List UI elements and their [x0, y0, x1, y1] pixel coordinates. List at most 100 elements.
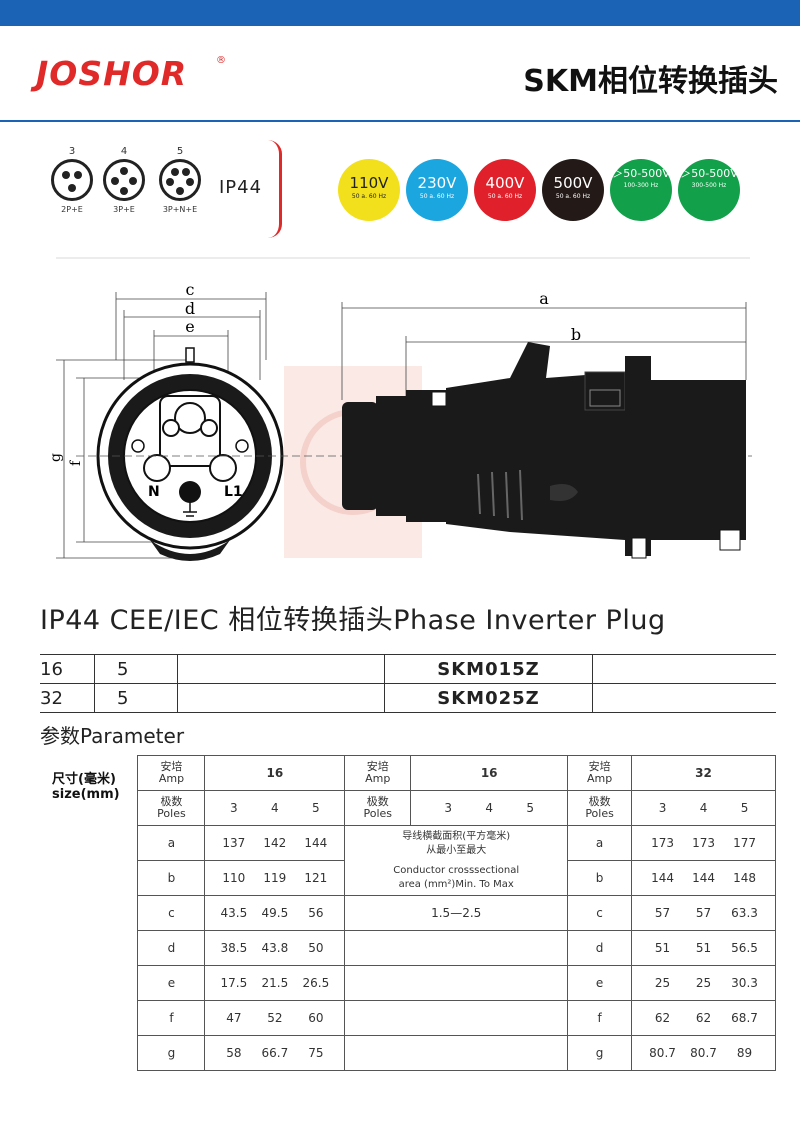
size-label-cn: 尺寸(毫米) — [52, 771, 116, 787]
amp-label-en: Amp — [158, 772, 185, 785]
pole-count: 4 — [120, 146, 128, 157]
dim-value: 17.5 — [220, 976, 248, 990]
dim-values: 80.7 80.7 89 — [631, 1035, 776, 1071]
dim-label-g: g — [48, 453, 64, 462]
model-poles: 5 — [94, 654, 178, 684]
size-label: 尺寸(毫米) size(mm) — [40, 755, 139, 1071]
blank-cell — [344, 930, 569, 966]
dim-value: 62 — [695, 1011, 712, 1025]
header: JOSHOR ® SKM相位转换插头 — [0, 26, 800, 120]
amp-label-cn: 安培 — [160, 760, 183, 773]
dim-label-e: e — [185, 317, 194, 336]
section-title: IP44 CEE/IEC 相位转换插头Phase Inverter Plug — [40, 605, 666, 636]
model-poles: 5 — [94, 683, 178, 713]
bracket-divider — [268, 140, 282, 238]
dim-name: f — [567, 1000, 633, 1036]
plug-front-view — [96, 347, 284, 561]
voltage-value: 230V — [417, 174, 457, 192]
amp-label-cn: 安培 — [588, 760, 611, 773]
dim-value: 80.7 — [649, 1046, 676, 1060]
model-blank — [592, 683, 776, 713]
socket-4pin-icon — [103, 159, 145, 201]
dim-value: 57 — [654, 906, 671, 920]
dim-value: 58 — [226, 1046, 242, 1060]
dim-value: 75 — [308, 1046, 324, 1060]
dimension-lines-side — [341, 302, 747, 400]
amp-value: 16 — [410, 755, 569, 791]
parameter-title: 参数Parameter — [40, 724, 185, 748]
dim-value: 89 — [736, 1046, 753, 1060]
pole-value: 5 — [740, 801, 749, 815]
dim-value: 80.7 — [690, 1046, 717, 1060]
dim-value: 144 — [651, 871, 674, 885]
conductor-note-cn: 从最小至最大 — [426, 844, 487, 856]
dim-value: 38.5 — [220, 941, 248, 955]
voltage-value: ＞50-500V — [612, 167, 670, 180]
dim-value: 26.5 — [302, 976, 330, 990]
dim-label-a: a — [539, 289, 549, 308]
dim-value: 173 — [651, 836, 674, 850]
poles-label-cn: 极数 — [366, 795, 389, 808]
dim-name: e — [567, 965, 633, 1001]
dim-value: 56 — [308, 906, 324, 920]
registered-mark: ® — [216, 55, 226, 66]
pole-value: 4 — [271, 801, 279, 815]
dim-value: 68.7 — [731, 1011, 758, 1025]
dim-label-f: f — [68, 459, 84, 466]
dim-value: 119 — [263, 871, 287, 885]
voltage-value: 500V — [553, 174, 593, 192]
conductor-note-en: area (mm²)Min. To Max — [398, 878, 514, 890]
poles-label-cn: 极数 — [588, 795, 611, 808]
dim-value: 177 — [733, 836, 756, 850]
pole-value: 4 — [699, 801, 708, 815]
dim-value: 63.3 — [731, 906, 758, 920]
terminal-label-n: N — [148, 484, 160, 500]
pole-config-3: 3 2P+E — [44, 146, 100, 214]
dim-value: 173 — [692, 836, 715, 850]
model-amp: 32 — [40, 683, 95, 713]
dim-values: 57 57 63.3 — [631, 895, 776, 931]
pole-value: 5 — [312, 801, 320, 815]
socket-3pin-icon — [51, 159, 93, 201]
blank-cell — [344, 1035, 569, 1071]
voltage-value: 400V — [485, 174, 525, 192]
pole-config-label: 3P+E — [113, 205, 135, 214]
dim-value: 51 — [695, 941, 712, 955]
poles-label-en: Poles — [363, 807, 393, 820]
conductor-note-en: Conductor crosssectional — [393, 864, 520, 876]
dim-value: 30.3 — [731, 976, 758, 990]
table-row: 32 5 SKM025Z — [40, 683, 776, 713]
dim-value: 56.5 — [731, 941, 758, 955]
blank-cell — [344, 1000, 569, 1036]
pole-count: 5 — [176, 146, 184, 157]
poles-label-cn: 极数 — [160, 795, 183, 808]
dim-name: a — [137, 825, 206, 861]
dim-value: 57 — [695, 906, 712, 920]
page-title: SKM相位转换插头 — [523, 64, 778, 99]
dim-value: 52 — [267, 1011, 283, 1025]
dim-values: 173 173 177 — [631, 825, 776, 861]
dim-value: 137 — [222, 836, 246, 850]
voltage-badge-500v: 500V 50 a. 60 Hz — [542, 159, 604, 221]
voltage-badge-400v: 400V 50 a. 60 Hz — [474, 159, 536, 221]
dim-name: c — [567, 895, 633, 931]
terminal-label-l1: L1 — [224, 484, 243, 500]
dim-value: 25 — [695, 976, 712, 990]
model-code: SKM025Z — [384, 683, 593, 713]
